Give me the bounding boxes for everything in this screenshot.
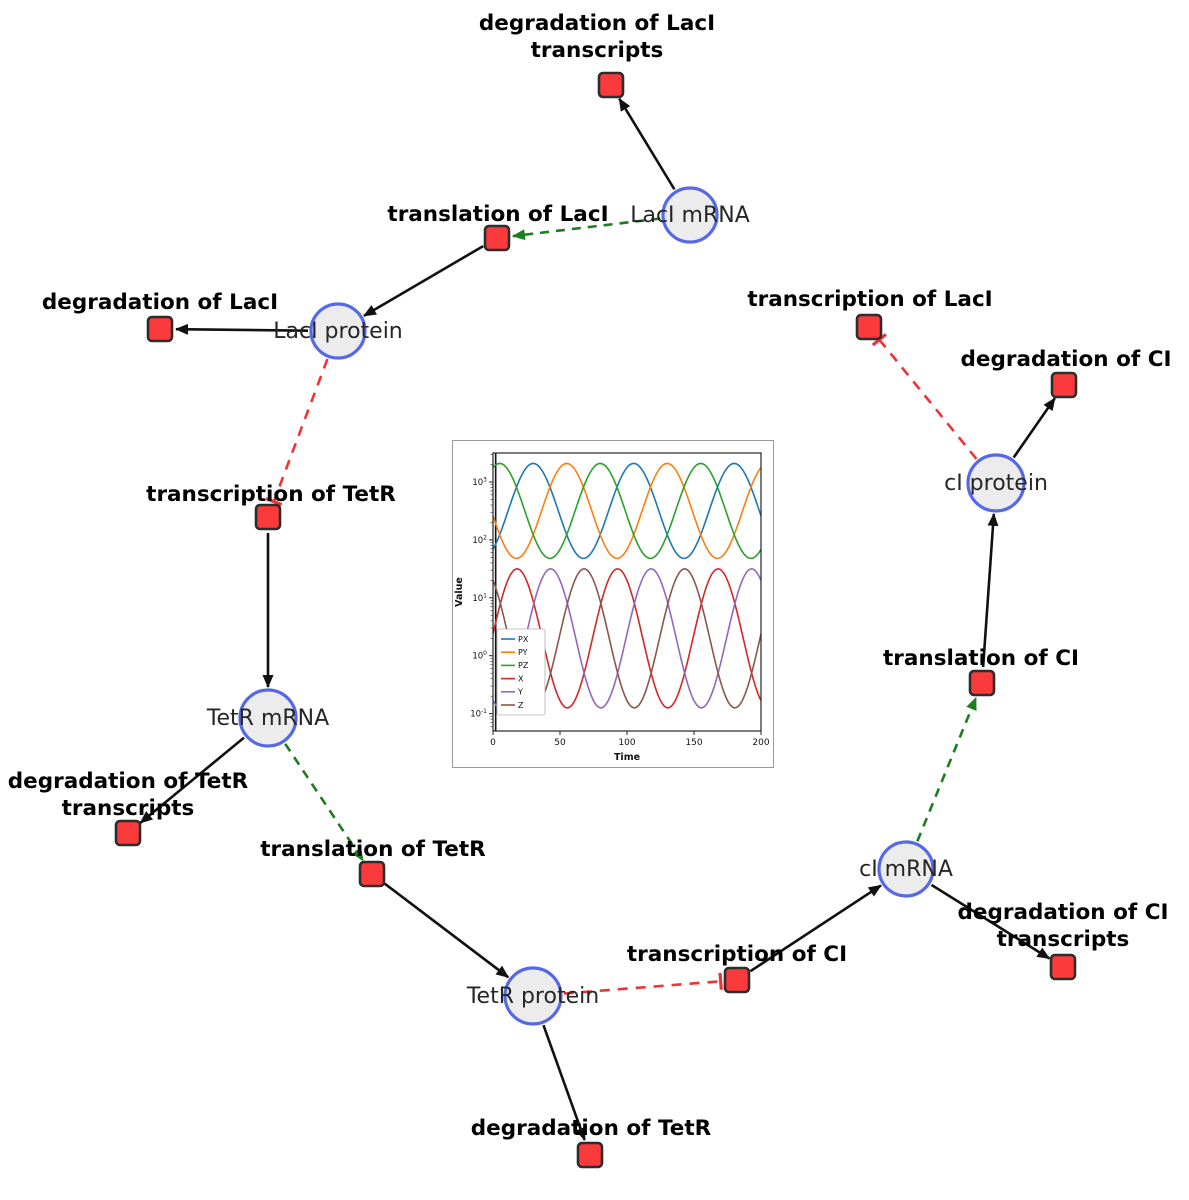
reaction-label-transl_laci: translation of LacI [387, 202, 608, 227]
series-line-PZ [493, 462, 761, 560]
reaction-node-transl_tetr[interactable] [358, 860, 386, 888]
species-node-tetr_mrna[interactable] [238, 688, 298, 748]
reaction-node-deg_ci_tx[interactable] [1049, 953, 1077, 981]
edge-laci_mrna-transl_laci [511, 217, 661, 241]
y-axis-label: Value [454, 577, 465, 607]
x-tick-label: 50 [554, 738, 566, 748]
reaction-label-deg_tetr: degradation of TetR [471, 1116, 712, 1141]
x-tick-label: 200 [752, 738, 769, 748]
edge-ci_protein-transc_laci [871, 333, 978, 460]
species-label-tetr_protein: TetR protein [466, 984, 599, 1009]
legend-item-Y: Y [517, 688, 523, 697]
reaction-label-transc_ci: transcription of CI [627, 942, 847, 967]
species-node-ci_protein[interactable] [966, 453, 1026, 513]
edge-tetr_mrna-transl_tetr [284, 743, 365, 862]
species-label-laci_mrna: LacI mRNA [630, 203, 750, 228]
edge-transl_ci-ci_protein [981, 512, 999, 668]
reaction-label-deg_ci: degradation of CI [961, 347, 1172, 372]
legend-item-X: X [518, 674, 524, 683]
x-tick-label: 0 [490, 738, 496, 748]
series-line-Y [493, 568, 761, 709]
series-line-PX [493, 462, 761, 560]
edges [139, 97, 1056, 1141]
legend-item-PX: PX [518, 635, 529, 644]
legend-box [496, 628, 546, 716]
series-line-PY [493, 462, 761, 560]
edge-transl_laci-laci_protein [363, 244, 484, 317]
species-node-laci_protein[interactable] [309, 302, 367, 360]
species-node-ci_mrna[interactable] [877, 840, 935, 898]
reaction-node-deg_tetr[interactable] [576, 1141, 604, 1169]
reaction-node-transl_laci[interactable] [483, 224, 511, 252]
plot-legend: PX PY PZ XYZ [496, 628, 546, 716]
reaction-node-deg_laci[interactable] [146, 315, 174, 343]
legend-item-PY: PY [518, 648, 528, 657]
species-label-ci_mrna: cI mRNA [859, 857, 953, 882]
x-axis-label: Time [614, 752, 640, 763]
reaction-node-transc_laci[interactable] [855, 313, 883, 341]
reaction-label-transc_tetr: transcription of TetR [146, 482, 396, 507]
species-node-tetr_protein[interactable] [503, 966, 563, 1026]
species-label-tetr_mrna: TetR mRNA [206, 706, 329, 731]
edge-ci_mrna-deg_ci_tx [930, 883, 1051, 960]
x-tick-label: 100 [618, 738, 635, 748]
reaction-label-transl_ci: translation of CI [883, 646, 1079, 671]
edge-laci_protein-deg_laci [174, 323, 309, 335]
edge-ci_mrna-transl_ci [916, 696, 978, 842]
species-label-laci_protein: LacI protein [273, 319, 403, 344]
reaction-node-deg_laci_tx[interactable] [597, 71, 625, 99]
y-tick-label: 100 [472, 650, 487, 662]
edge-laci_protein-transc_tetr [265, 358, 329, 507]
edge-tetr_protein-transc_ci [563, 972, 723, 995]
reaction-node-deg_tetr_tx[interactable] [114, 819, 142, 847]
reaction-node-transc_ci[interactable] [723, 966, 751, 994]
edge-ci_protein-deg_ci [1012, 397, 1056, 459]
reaction-node-transc_tetr[interactable] [254, 503, 282, 531]
legend-item-PZ: PZ [518, 661, 529, 670]
edge-tetr_protein-deg_tetr [542, 1024, 586, 1141]
edge-tetr_mrna-deg_tetr_tx [139, 736, 245, 824]
y-tick-label: 10-1 [470, 708, 487, 720]
edge-laci_mrna-deg_laci_tx [618, 97, 676, 191]
reaction-node-deg_ci[interactable] [1050, 371, 1078, 399]
y-tick-label: 102 [472, 534, 487, 546]
reaction-label-transl_tetr: translation of TetR [260, 837, 486, 862]
y-tick-label: 103 [472, 476, 487, 488]
reaction-label-transc_laci: transcription of LacI [747, 287, 992, 312]
nodes [114, 71, 1078, 1169]
y-tick-label: 101 [472, 592, 487, 604]
species-label-ci_protein: cI protein [944, 471, 1048, 496]
series-line-X [493, 568, 761, 709]
species-node-laci_mrna[interactable] [661, 186, 719, 244]
reaction-label-deg_laci: degradation of LacI [42, 290, 278, 315]
edge-transl_tetr-tetr_protein [383, 882, 510, 979]
reaction-node-transl_ci[interactable] [968, 669, 996, 697]
legend-item-Z: Z [518, 701, 524, 710]
edge-transc_ci-ci_mrna [749, 884, 882, 973]
x-tick-label: 150 [685, 738, 702, 748]
